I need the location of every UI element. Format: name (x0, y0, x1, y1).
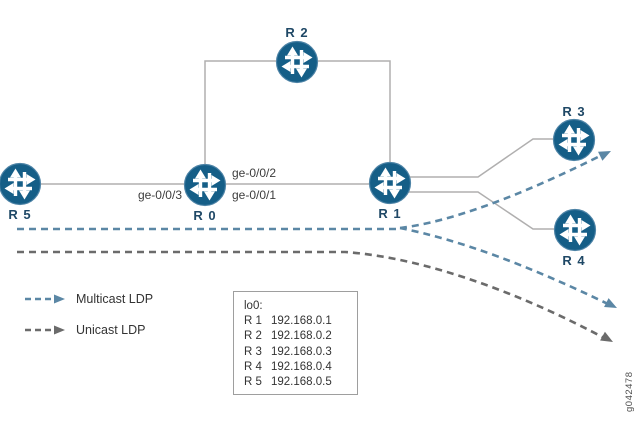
unicast-dashed-arrow-icon (25, 325, 65, 335)
iface-label-ge-0-0-1: ge-0/0/1 (232, 188, 277, 202)
multicast-arrowhead-upper (598, 151, 611, 161)
node-label-r2: R 2 (285, 25, 309, 40)
node-label-r5: R 5 (8, 207, 32, 222)
lo0-router-name: R 1 (244, 315, 262, 328)
node-label-r1: R 1 (378, 206, 402, 221)
lo0-row: R 2 192.168.0.2 (244, 329, 357, 344)
router-r5 (0, 161, 43, 207)
legend-item-multicast: Multicast LDP (24, 290, 153, 308)
node-label-r0: R 0 (193, 208, 217, 223)
lo0-row: R 3 192.168.0.3 (244, 345, 357, 360)
iface-label-ge-0-0-2: ge-0/0/2 (232, 166, 277, 180)
legend: Multicast LDP Unicast LDP (24, 290, 153, 352)
router-r0 (182, 162, 228, 208)
unicast-arrowhead (600, 331, 613, 342)
multicast-dashed-arrow-icon (25, 294, 65, 304)
link-r1-r4 (395, 191, 575, 230)
legend-label-unicast: Unicast LDP (76, 323, 146, 337)
router-r3 (551, 117, 597, 163)
lo0-router-name: R 3 (244, 345, 262, 358)
lo0-row: R 5 192.168.0.5 (244, 375, 357, 390)
multicast-flow-lower-branch (399, 226, 611, 307)
lo0-router-ip: 192.168.0.3 (271, 345, 332, 358)
router-r2 (274, 39, 320, 85)
link-r1-r3 (395, 138, 574, 178)
lo0-box-title: lo0: (244, 300, 263, 312)
multicast-flow-upper-branch (399, 153, 603, 230)
lo0-router-name: R 2 (244, 330, 262, 343)
node-label-r4: R 4 (562, 253, 586, 268)
multicast-arrowhead-lower (604, 298, 617, 308)
figure-id-watermark: g042478 (624, 371, 635, 412)
unicast-flow (17, 250, 607, 341)
node-label-r3: R 3 (562, 104, 586, 119)
lo0-row: R 1 192.168.0.1 (244, 314, 357, 329)
lo0-address-box: lo0: R 1 192.168.0.1 R 2 192.168.0.2 R 3… (233, 291, 358, 395)
lo0-router-name: R 4 (244, 360, 262, 373)
router-r4 (552, 207, 598, 253)
legend-label-multicast: Multicast LDP (76, 292, 154, 306)
lo0-router-ip: 192.168.0.5 (271, 376, 332, 389)
lo0-router-ip: 192.168.0.4 (271, 360, 332, 373)
legend-item-unicast: Unicast LDP (24, 321, 153, 339)
lo0-router-ip: 192.168.0.1 (271, 315, 332, 328)
iface-label-ge-0-0-3: ge-0/0/3 (137, 188, 182, 202)
lo0-row: R 4 192.168.0.4 (244, 360, 357, 375)
lo0-router-name: R 5 (244, 376, 262, 389)
lo0-router-ip: 192.168.0.2 (271, 330, 332, 343)
router-r1 (367, 160, 413, 206)
